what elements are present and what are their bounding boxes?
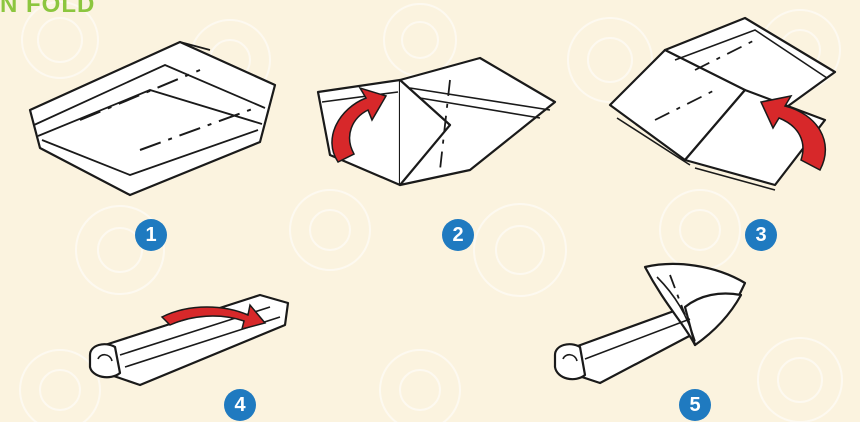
step-5-badge: 5 (679, 389, 711, 421)
step-1-illustration (28, 40, 277, 197)
step-3-badge: 3 (745, 219, 777, 251)
step-1-badge: 1 (135, 219, 167, 251)
step-4-illustration (88, 293, 290, 387)
step-2-illustration (316, 56, 557, 187)
step-4-badge: 4 (224, 389, 256, 421)
step-2-badge: 2 (442, 219, 474, 251)
fold-arrow-icon (759, 94, 826, 172)
step-3-illustration (608, 16, 837, 191)
fold-arrow-icon (160, 303, 267, 331)
page-title: N FOLD (0, 0, 96, 18)
fold-arrow-icon (331, 86, 388, 163)
step-5-illustration (553, 262, 747, 385)
